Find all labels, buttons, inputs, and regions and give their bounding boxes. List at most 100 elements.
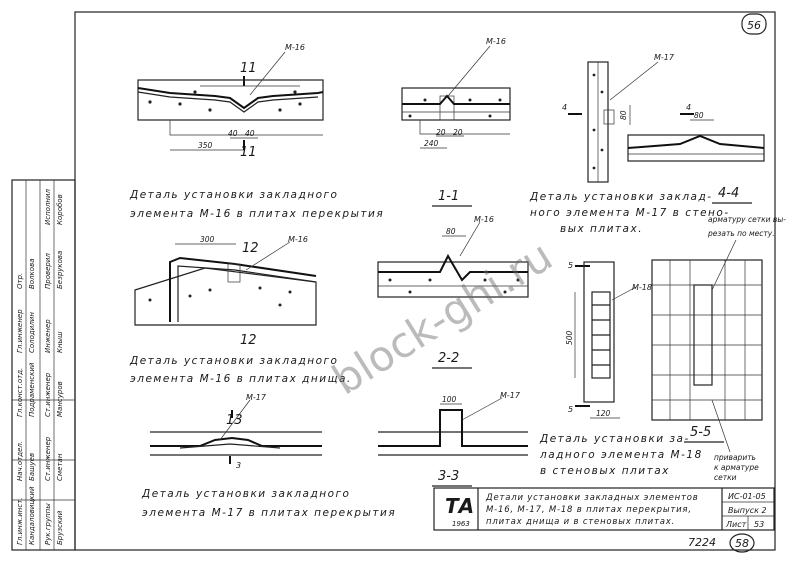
view-5-5-label-group: 5-5 приварить к арматуре сетки bbox=[684, 399, 759, 482]
dim-20a: 20 bbox=[436, 128, 446, 137]
note-weld-line1: приварить bbox=[714, 453, 756, 462]
wall-section bbox=[583, 261, 615, 403]
page-top-number: 56 bbox=[747, 19, 761, 32]
dim-500: 500 bbox=[565, 330, 574, 345]
mark-m16: М-16 bbox=[486, 37, 506, 46]
title-line2: М-16, М-17, М-18 в плитах перекрытия, bbox=[486, 505, 692, 515]
stamp-role: Гл.инженер bbox=[16, 309, 24, 353]
caption-5-line1: Деталь установки закладного bbox=[141, 488, 350, 500]
rebar-dots bbox=[592, 73, 604, 170]
leader-line bbox=[461, 397, 503, 421]
logo-ta: ТА bbox=[445, 494, 474, 518]
title-block-frame bbox=[433, 487, 775, 531]
leader-line bbox=[459, 221, 481, 257]
view-5-5-side: 5 5 М-18 500 120 bbox=[565, 261, 652, 419]
series-code: ИС-01-05 bbox=[728, 492, 766, 501]
view-top-middle: М-16 20 20 240 bbox=[401, 37, 511, 149]
stamp-role: Исполнил bbox=[44, 188, 52, 225]
view-11-label: 11 bbox=[240, 61, 257, 76]
slab-section bbox=[377, 261, 529, 298]
slab-section bbox=[134, 267, 317, 326]
section-mark-4b: 4 bbox=[686, 103, 691, 112]
sheet-label: Лист bbox=[725, 520, 747, 529]
dim-100: 100 bbox=[442, 395, 457, 404]
issue-label: Выпуск 2 bbox=[728, 506, 767, 515]
dim-120: 120 bbox=[596, 409, 611, 418]
note-weld-line3: сетки bbox=[714, 473, 737, 482]
view-1-1: 1-1 80 М-16 bbox=[377, 189, 529, 298]
caption-4-line1: Деталь установки за- bbox=[539, 433, 690, 445]
leader-line bbox=[447, 45, 491, 97]
view-4-4: 4-4 арматуру сетки вы- резать по месту. bbox=[651, 186, 786, 421]
rebar-m17-loop bbox=[179, 443, 281, 449]
watermark-text: block-ghi.ru bbox=[324, 231, 561, 404]
caption-2-line3: вых плитах. bbox=[560, 223, 643, 235]
mesh-grid bbox=[652, 260, 762, 420]
view-2-2: 2-2 bbox=[432, 351, 472, 369]
stamp-name: Солодилин bbox=[28, 312, 36, 353]
view-5-5-label: 5-5 bbox=[690, 425, 711, 440]
stamp-role: Отр. bbox=[16, 273, 24, 289]
stamp-name: Сметан bbox=[56, 453, 64, 481]
view-4-4-label: 4-4 bbox=[718, 186, 739, 201]
view-3-3-label: 3-3 bbox=[438, 469, 459, 484]
stamp-role: Рук.группы bbox=[44, 503, 52, 545]
caption-1-line1: Деталь установки закладного bbox=[129, 189, 338, 201]
stamp-role: Инженер bbox=[44, 319, 52, 353]
caption-4-line3: в стеновых плитах bbox=[540, 465, 670, 477]
caption-1: Деталь установки закладного элемента М-1… bbox=[129, 189, 384, 220]
view-13: 13 М-17 3 bbox=[150, 393, 322, 470]
stamp-name: Безрукова bbox=[56, 251, 64, 289]
rebar-m16 bbox=[402, 94, 510, 105]
rebar-dots bbox=[148, 90, 302, 112]
slab-section bbox=[137, 79, 324, 121]
caption-5: Деталь установки закладного элемента М-1… bbox=[141, 488, 396, 519]
stamp-name: Мансуров bbox=[56, 381, 64, 417]
sheet-number: 53 bbox=[754, 520, 764, 529]
mark-m16: М-16 bbox=[474, 215, 494, 224]
note-weld-line2: к арматуре bbox=[714, 463, 759, 472]
leader-line bbox=[219, 399, 251, 441]
section-mark-3: 3 bbox=[236, 461, 241, 470]
bottom-number-circle bbox=[729, 533, 755, 553]
stamp-name: Кандаловицкий bbox=[28, 486, 36, 545]
stamp-name: Брузский bbox=[56, 510, 64, 545]
m18-rungs bbox=[592, 304, 610, 366]
stamp-name: Подраменский bbox=[28, 362, 36, 417]
note-cut-line2: резать по месту. bbox=[707, 229, 775, 238]
mark-m17: М-17 bbox=[246, 393, 267, 402]
rebar-m17 bbox=[627, 134, 765, 149]
leader-line bbox=[249, 51, 286, 96]
caption-5-line2: элемента М-17 в плитах перекрытия bbox=[142, 507, 396, 519]
logo-year: 1963 bbox=[452, 520, 470, 528]
rebar-m16-lower bbox=[137, 91, 319, 113]
slab-edge bbox=[419, 120, 510, 135]
page-number-badge bbox=[741, 13, 767, 35]
side-stamp: Гл.инж.инст.КандаловицкийНач.отдел.Башуе… bbox=[11, 179, 76, 551]
caption-3-line1: Деталь установки закладного bbox=[129, 355, 338, 367]
caption-1-line2: элемента М-16 в плитах перекрытия bbox=[130, 208, 384, 220]
stamp-role: Гл.конст.отд. bbox=[16, 368, 24, 417]
bottom-number: 58 bbox=[735, 537, 749, 550]
view-12-label-bottom: 12 bbox=[240, 333, 257, 348]
archive-code: 7224 bbox=[688, 536, 716, 549]
section-mark-4: 4 bbox=[562, 103, 567, 112]
stamp-role: Нач.отдел. bbox=[16, 441, 24, 481]
view-2-2-label: 2-2 bbox=[438, 351, 459, 366]
stamp-name: Кныш bbox=[56, 331, 64, 353]
dim-80: 80 bbox=[446, 227, 456, 236]
section-mark-5b: 5 bbox=[568, 405, 573, 414]
dim-40a: 40 bbox=[228, 129, 238, 138]
stamp-name: Коробов bbox=[56, 194, 64, 225]
stamp-role: Гл.инж.инст. bbox=[16, 497, 24, 545]
caption-4: Деталь установки за- ладного элемента М-… bbox=[539, 433, 701, 477]
leader-line bbox=[711, 239, 737, 291]
dim-240: 240 bbox=[424, 139, 439, 148]
leader-line bbox=[611, 286, 637, 301]
caption-3-line2: элемента М-16 в плитах днища. bbox=[130, 373, 352, 385]
section-mark-5: 5 bbox=[568, 261, 573, 270]
rebar-m17 bbox=[378, 409, 528, 447]
view-11: 11 11 М-16 40 40 350 bbox=[137, 43, 324, 160]
stamp-role: Ст.инженер bbox=[44, 372, 52, 417]
